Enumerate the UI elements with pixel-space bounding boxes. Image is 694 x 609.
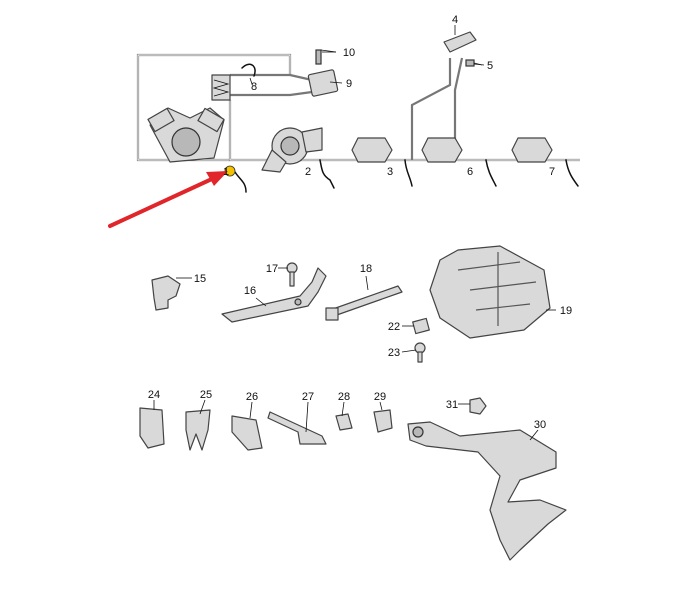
callout-8: 8 [251,81,257,93]
part-25-holder [185,409,211,451]
part-27-cable-tie [267,411,327,445]
part-26-clip [231,415,263,451]
part-30-bracket [407,421,567,561]
catalytic-converter-2 [421,137,463,163]
callout-27: 27 [302,391,314,403]
part-28-grommet [335,413,353,431]
callout-1: 1 [223,166,229,178]
highlight-marker [224,165,236,177]
highlight-arrow [108,171,228,228]
callout-4: 4 [452,14,458,26]
part-31-nut [469,397,487,415]
engine-block [147,107,225,163]
callout-31: 31 [446,399,458,411]
callout-10: 10 [343,47,355,59]
catalytic-converter-3 [511,137,553,163]
callout-18: 18 [360,263,372,275]
sensor-wire-8 [241,63,256,77]
callout-6: 6 [467,166,473,178]
exhaust-schematic [136,31,580,193]
callout-3: 3 [387,166,393,178]
callout-2: 2 [305,166,311,178]
sensor-wire-7 [565,159,579,187]
sensor-wire-3 [404,159,413,187]
control-unit-9 [307,49,339,97]
callout-17: 17 [266,263,278,275]
sensor-wire-2 [319,159,335,189]
part-19-mounting-bracket [429,245,551,339]
turbocharger [261,127,323,173]
callout-15: 15 [194,273,206,285]
callout-labels: 1 2 3 4 5 6 7 8 9 10 15 16 17 18 19 22 2… [148,14,572,431]
part-15-clip [151,275,181,311]
callout-24: 24 [148,389,160,401]
part-24-clip [139,407,165,449]
callout-5: 5 [487,60,493,72]
sensor-wire-1 [234,171,247,193]
part-18-cable-tie [325,285,403,321]
callout-25: 25 [200,389,212,401]
callout-26: 26 [246,391,258,403]
part-17-bolt [286,262,298,287]
callout-7: 7 [549,166,555,178]
callout-30: 30 [534,419,546,431]
sensor-4 [443,31,483,67]
catalytic-converter-1 [351,137,393,163]
callout-9: 9 [346,78,352,90]
leader-lines [153,25,556,441]
part-16-bracket [221,267,327,323]
heating-element [211,74,231,101]
part-23-screw [414,342,426,363]
callout-29: 29 [374,391,386,403]
callout-23: 23 [388,347,400,359]
sensor-wire-6 [485,159,497,187]
callout-28: 28 [338,391,350,403]
callout-22: 22 [388,321,400,333]
callout-16: 16 [244,285,256,297]
callout-19: 19 [560,305,572,317]
part-22-nut [412,317,430,335]
part-29-cap [373,409,393,433]
